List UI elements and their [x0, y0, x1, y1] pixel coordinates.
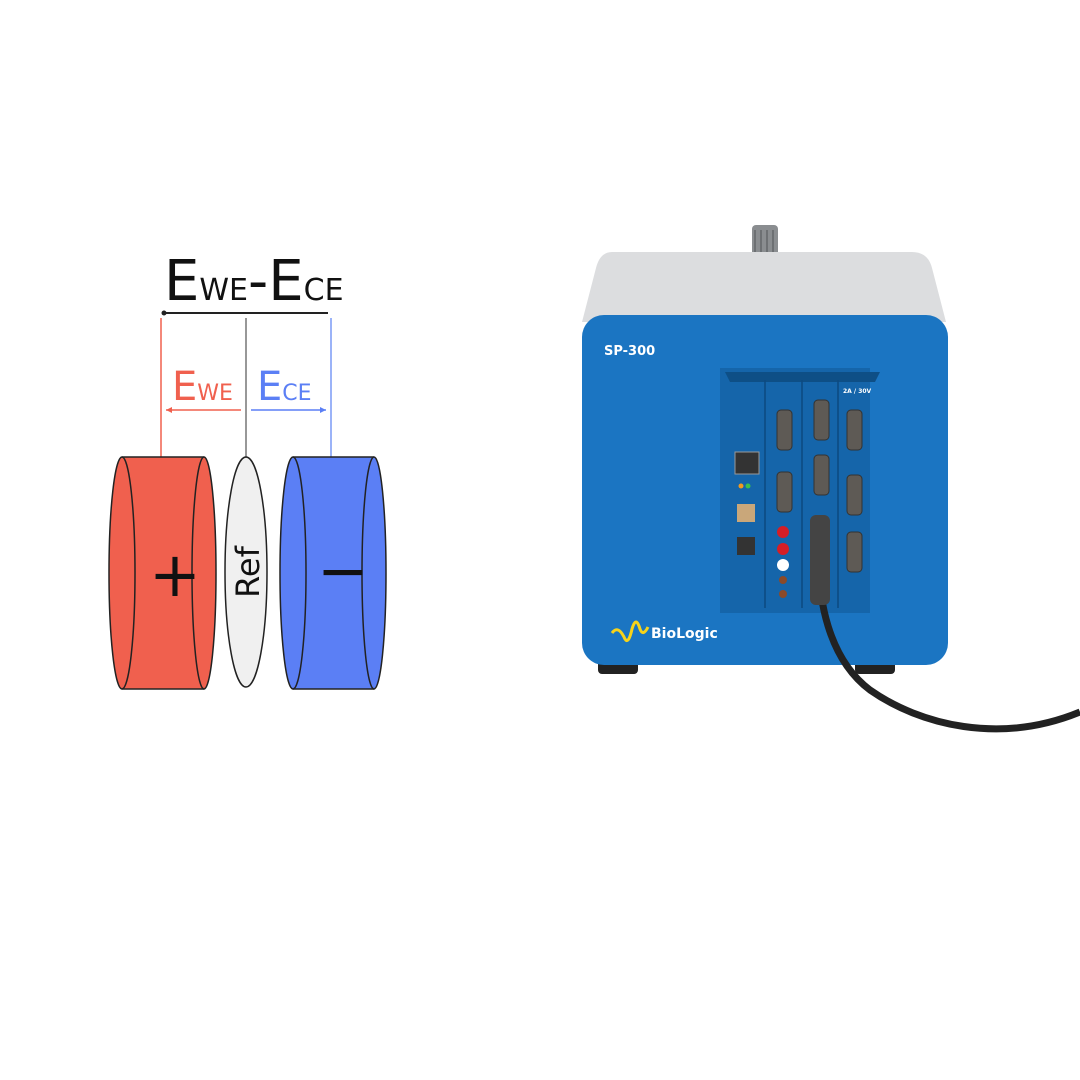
- arrow-head-icon: [161, 310, 167, 316]
- cable-connector: [810, 515, 830, 605]
- model-label: SP-300: [604, 344, 655, 359]
- device-top: [582, 252, 946, 322]
- we-potential-label: EWE: [172, 364, 233, 410]
- positive-sign: +: [149, 538, 201, 611]
- front-panel: [720, 368, 870, 613]
- ethernet-port: [734, 451, 760, 475]
- reference-electrode: Ref: [224, 456, 268, 688]
- brand-logo: BioLogic: [610, 620, 718, 643]
- usb-port: [737, 504, 755, 522]
- ref-label: Ref: [229, 545, 267, 597]
- potentiostat-device: SP-300 2A / 30V BioLogic: [582, 225, 1080, 733]
- svg-text:BioLogic: BioLogic: [651, 626, 718, 642]
- potential-difference-formula: EWE-ECE: [164, 249, 344, 314]
- ce-arrow: [251, 407, 326, 413]
- we-arrow: [166, 407, 241, 413]
- negative-sign: −: [317, 534, 369, 607]
- db-connectors: [776, 399, 863, 573]
- working-electrode: +: [108, 456, 217, 690]
- ce-potential-label: ECE: [257, 364, 312, 410]
- sensor-port: [737, 537, 755, 555]
- counter-electrode: −: [279, 456, 387, 690]
- rating-label: 2A / 30V: [843, 388, 872, 395]
